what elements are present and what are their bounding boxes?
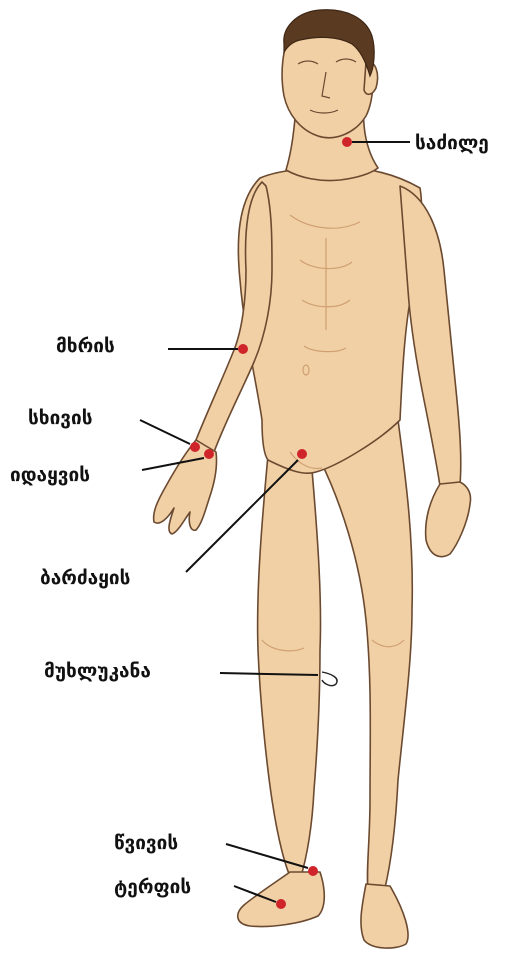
label-knee: მუხლუკანა xyxy=(44,660,151,682)
pulse-dot-arm xyxy=(238,344,248,354)
label-neck: საძილე xyxy=(415,132,489,154)
label-ulnar: იდაყვის xyxy=(10,464,90,486)
pulse-dot-radial xyxy=(190,442,200,452)
left-leg xyxy=(258,455,321,880)
label-calf: წვივის xyxy=(114,832,178,854)
label-radial: სხივის xyxy=(28,407,93,429)
knee-crease-mark xyxy=(322,672,337,686)
label-arm: მხრის xyxy=(56,335,115,357)
right-arm xyxy=(400,186,461,486)
label-foot: ტერფის xyxy=(114,876,191,898)
label-groin: ბარძაყის xyxy=(40,567,130,589)
right-hand xyxy=(426,482,471,557)
pulse-dot-groin xyxy=(297,449,307,459)
pulse-dot-neck xyxy=(342,137,352,147)
right-foot xyxy=(361,884,408,948)
leader-line-radial xyxy=(140,420,190,444)
pulse-dot-calf xyxy=(308,866,318,876)
pulse-dot-ulnar xyxy=(204,449,214,459)
right-leg xyxy=(320,420,412,892)
pulse-dot-foot xyxy=(276,899,286,909)
